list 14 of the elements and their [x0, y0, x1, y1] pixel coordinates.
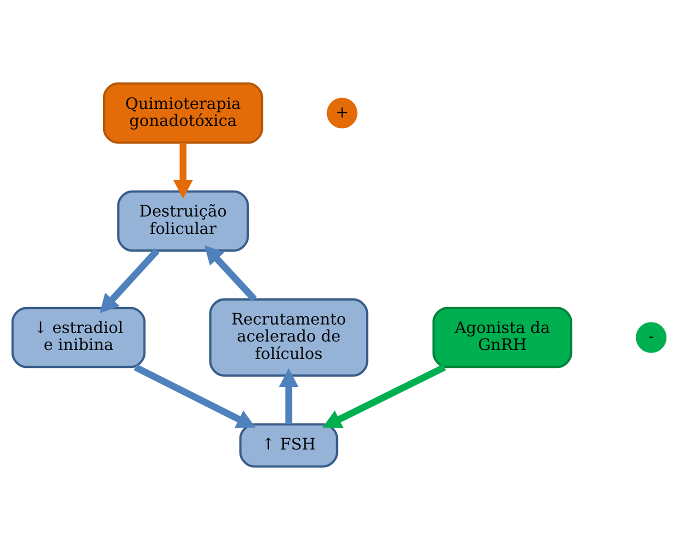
arrow — [100, 248, 160, 314]
arrow — [204, 245, 257, 302]
node-box: Quimioterapia gonadotóxica — [102, 82, 264, 144]
node-circle: + — [326, 98, 358, 128]
node-box: ↓ estradiol e inibina — [11, 306, 146, 368]
node-box: ↑ FSH — [239, 423, 338, 468]
arrow — [278, 368, 299, 424]
arrow — [322, 364, 446, 428]
node-box: Destruição folicular — [117, 190, 249, 252]
node-circle: - — [636, 322, 667, 353]
arrow — [173, 143, 193, 199]
arrow — [134, 364, 256, 428]
node-box: Agonista da GnRH — [432, 306, 572, 368]
node-box: Recrutamento acelerado de folículos — [209, 298, 368, 377]
